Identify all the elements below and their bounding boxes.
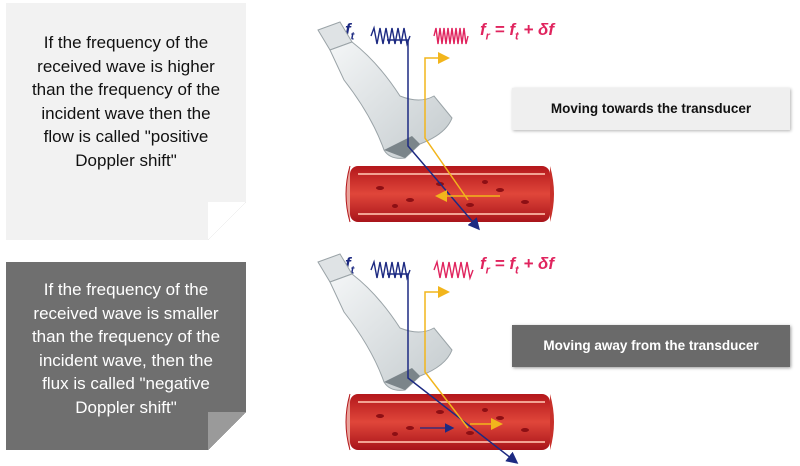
negative-shift-note: If the frequency of the received wave is… <box>6 262 246 450</box>
towards-transducer-label: Moving towards the transducer <box>512 88 790 130</box>
transmitted-wave <box>370 25 411 47</box>
blood-vessel <box>345 165 554 223</box>
away-from-transducer-label: Moving away from the transducer <box>512 325 790 367</box>
blood-vessel <box>345 393 554 451</box>
top-doppler-illustration <box>317 21 554 231</box>
transmitted-frequency-symbol: ft <box>345 254 355 277</box>
ultrasound-probe <box>317 21 453 159</box>
received-wave <box>433 27 469 45</box>
transmitted-beam <box>387 39 480 231</box>
positive-shift-note: If the frequency of the received wave is… <box>6 3 246 240</box>
transmitted-frequency-symbol: ft <box>345 20 355 43</box>
received-wave <box>433 259 474 281</box>
bottom-doppler-illustration <box>317 253 554 464</box>
received-beam <box>424 52 469 201</box>
negative-shift-note-text: If the frequency of the received wave is… <box>31 280 221 417</box>
positive-shift-note-text: If the frequency of the received wave is… <box>31 33 221 170</box>
doppler-formula: fr = ft + δf <box>480 20 555 43</box>
received-beam <box>424 286 469 429</box>
ultrasound-probe <box>317 253 453 391</box>
transmitted-wave <box>370 259 411 281</box>
doppler-formula: fr = ft + δf <box>480 254 555 277</box>
